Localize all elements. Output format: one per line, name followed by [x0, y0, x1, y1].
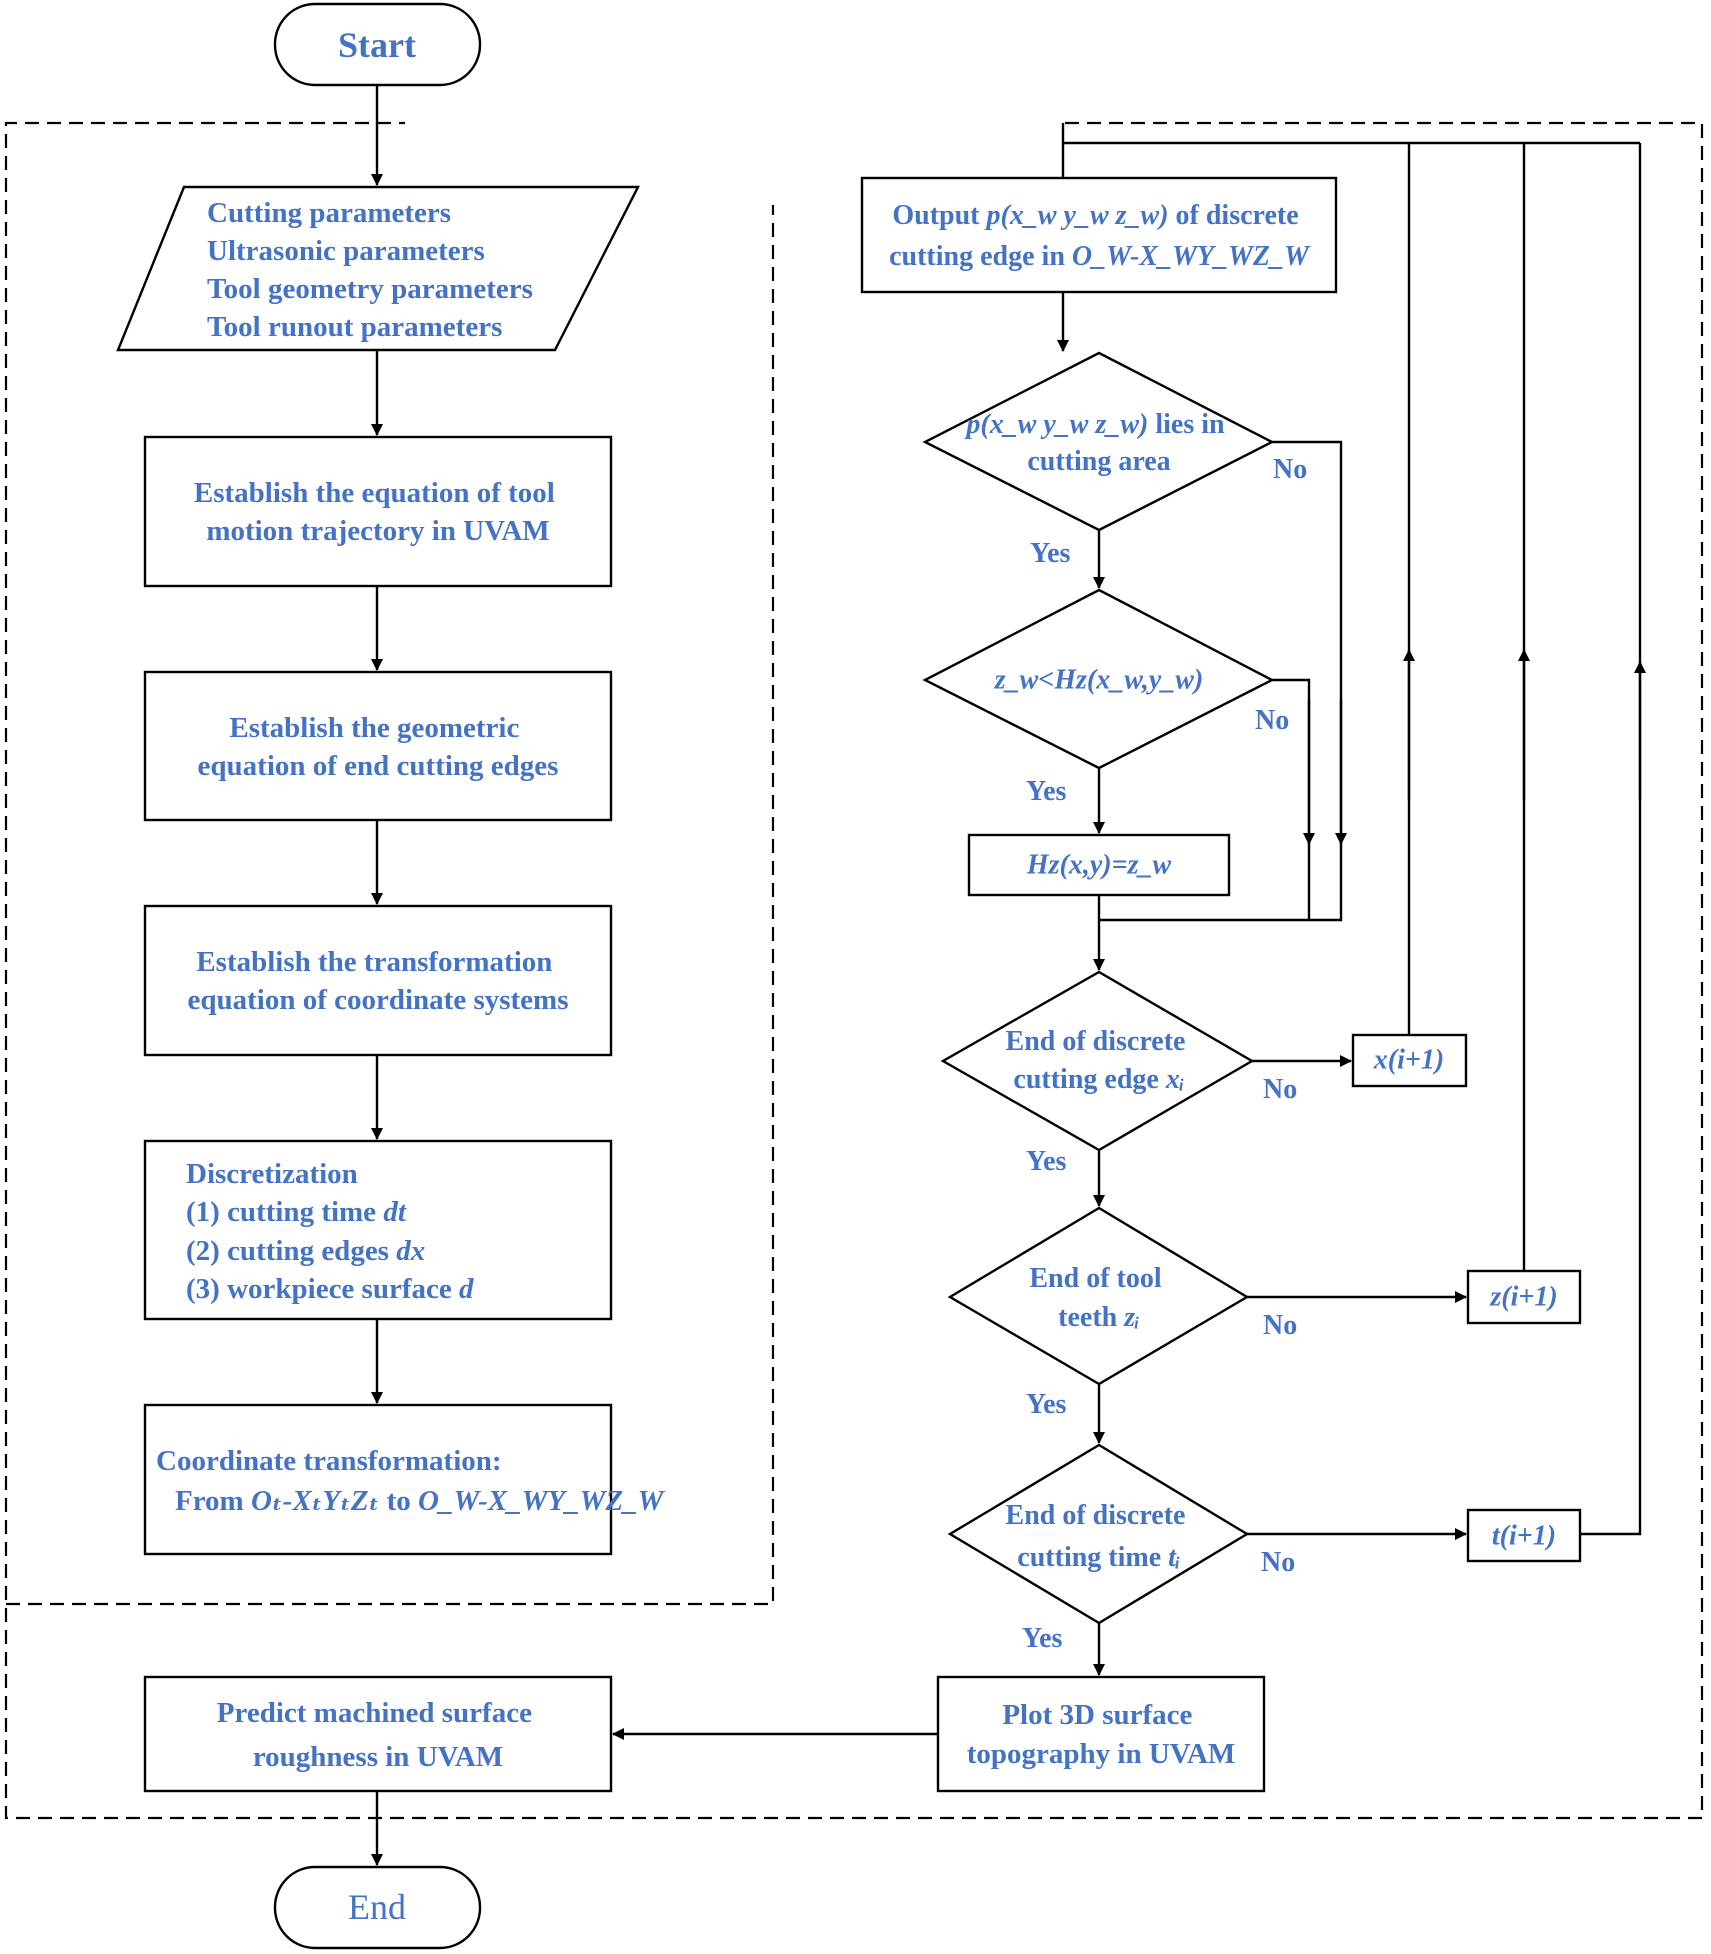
no-label-compare: No [1255, 705, 1289, 736]
output-discrete-edge-text: Output p(x_w y_w z_w) of discrete cuttin… [889, 200, 1311, 272]
trajectory-equation-box [143, 435, 613, 588]
end-of-cutting-edge-decision [940, 970, 1255, 1152]
geometric-equation-box [143, 670, 613, 822]
no-label-edge: No [1263, 1074, 1297, 1105]
lies-in-cutting-area-decision [922, 351, 1275, 532]
transformation-equation-text: Establish the transformation equation of… [187, 946, 568, 1016]
end-label: End [348, 1887, 406, 1927]
end-terminal [273, 1865, 482, 1950]
yes-label-compare: Yes [1026, 776, 1067, 807]
x-next-text: x(i+1) [1373, 1045, 1444, 1076]
z-next-box [1466, 1269, 1582, 1325]
connectors [371, 85, 1646, 1866]
end-of-cutting-edge-text: End of discrete cutting edge xᵢ [1006, 1026, 1193, 1095]
plot-surface-text: Plot 3D surface topography in UVAM [967, 1699, 1236, 1770]
coordinate-transformation-box [143, 1403, 613, 1556]
height-assign-text: Hz(x,y)=z_w [1026, 850, 1172, 881]
coordinate-transformation-text: Coordinate transformation: From Oₜ-XₜYₜZ… [156, 1445, 666, 1517]
yes-label-time: Yes [1022, 1623, 1063, 1654]
yes-label-area: Yes [1030, 538, 1071, 569]
height-compare-text: z_w<Hz(x_w,y_w) [994, 665, 1204, 696]
output-discrete-edge-box [860, 176, 1338, 294]
predict-roughness-text: Predict machined surface roughness in UV… [217, 1697, 539, 1773]
transformation-equation-box [143, 904, 613, 1057]
lies-in-cutting-area-text: p(x_w y_w z_w) lies in cutting area [964, 409, 1231, 477]
t-next-text: t(i+1) [1492, 1521, 1556, 1552]
plot-surface-box [936, 1675, 1266, 1793]
end-of-tool-teeth-text: End of tool teeth zᵢ [1029, 1263, 1168, 1333]
no-label-time: No [1261, 1547, 1295, 1578]
z-next-text: z(i+1) [1489, 1282, 1557, 1313]
input-parameters-text: Cutting parameters Ultrasonic parameters… [207, 197, 540, 343]
no-label-teeth: No [1263, 1310, 1297, 1341]
yes-label-teeth: Yes [1026, 1389, 1067, 1420]
input-parameters-parallelogram [116, 185, 640, 352]
height-assign-box [967, 833, 1231, 897]
end-of-tool-teeth-decision [947, 1206, 1250, 1386]
outer-dashed-frame [4, 121, 1704, 1820]
trajectory-equation-text: Establish the equation of tool motion tr… [194, 477, 562, 547]
start-label: Start [338, 25, 416, 65]
t-next-box [1466, 1508, 1582, 1563]
discretization-box [143, 1139, 613, 1321]
geometric-equation-text: Establish the geometric equation of end … [198, 712, 559, 782]
end-of-cutting-time-decision [947, 1443, 1250, 1625]
discretization-text: Discretization (1) cutting time dt (2) c… [186, 1158, 474, 1305]
x-next-box [1351, 1033, 1468, 1088]
end-of-cutting-time-text: End of discrete cutting time tᵢ [1006, 1500, 1193, 1573]
yes-label-edge: Yes [1026, 1146, 1067, 1177]
predict-roughness-box [143, 1675, 613, 1793]
no-label-area: No [1273, 454, 1307, 485]
